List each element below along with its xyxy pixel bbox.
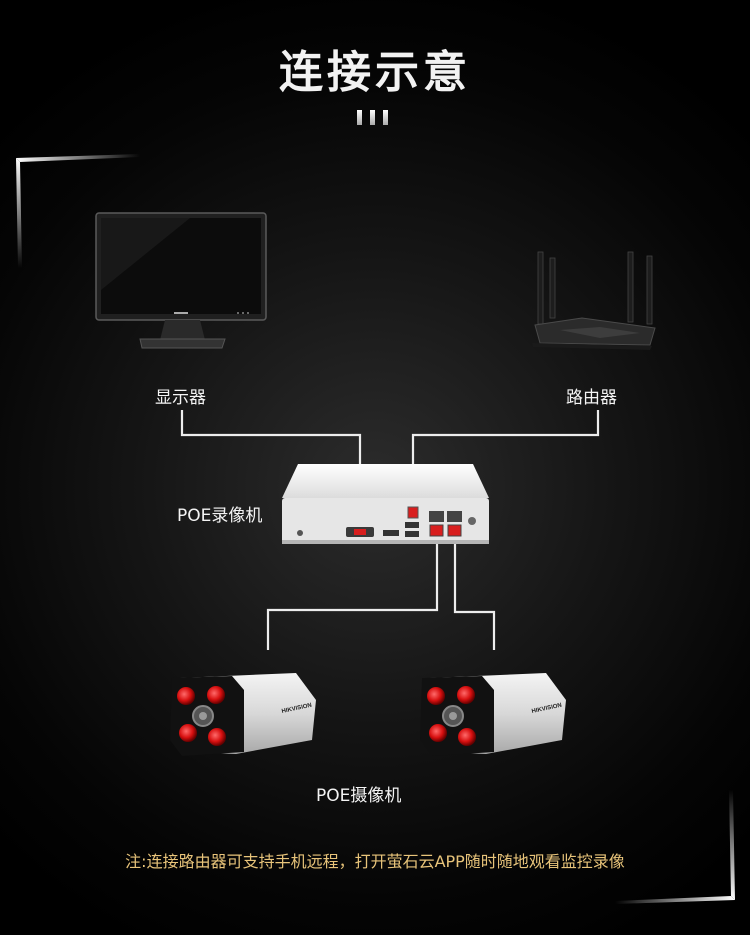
line-nvr-camera-left [266, 535, 439, 650]
nvr-image [282, 464, 489, 544]
monitor-label: 显示器 [155, 388, 206, 408]
monitor-image [95, 212, 267, 349]
connection-lines [180, 410, 600, 650]
footer-note: 注:连接路由器可支持手机远程，打开萤石云APP随时随地观看监控录像 [125, 852, 625, 871]
router-label: 路由器 [566, 388, 617, 408]
camera-left-image [170, 673, 316, 756]
camera-right-image [420, 673, 566, 756]
router-image [532, 251, 656, 350]
page-title: 连接示意 [279, 47, 471, 98]
camera-label: POE摄像机 [316, 786, 402, 806]
nvr-label: POE录像机 [177, 506, 263, 526]
frame-corner-bottom-right [615, 790, 735, 904]
frame-corner-top-left [16, 154, 140, 268]
title-decoration [357, 110, 397, 126]
line-nvr-camera-right [453, 535, 496, 650]
